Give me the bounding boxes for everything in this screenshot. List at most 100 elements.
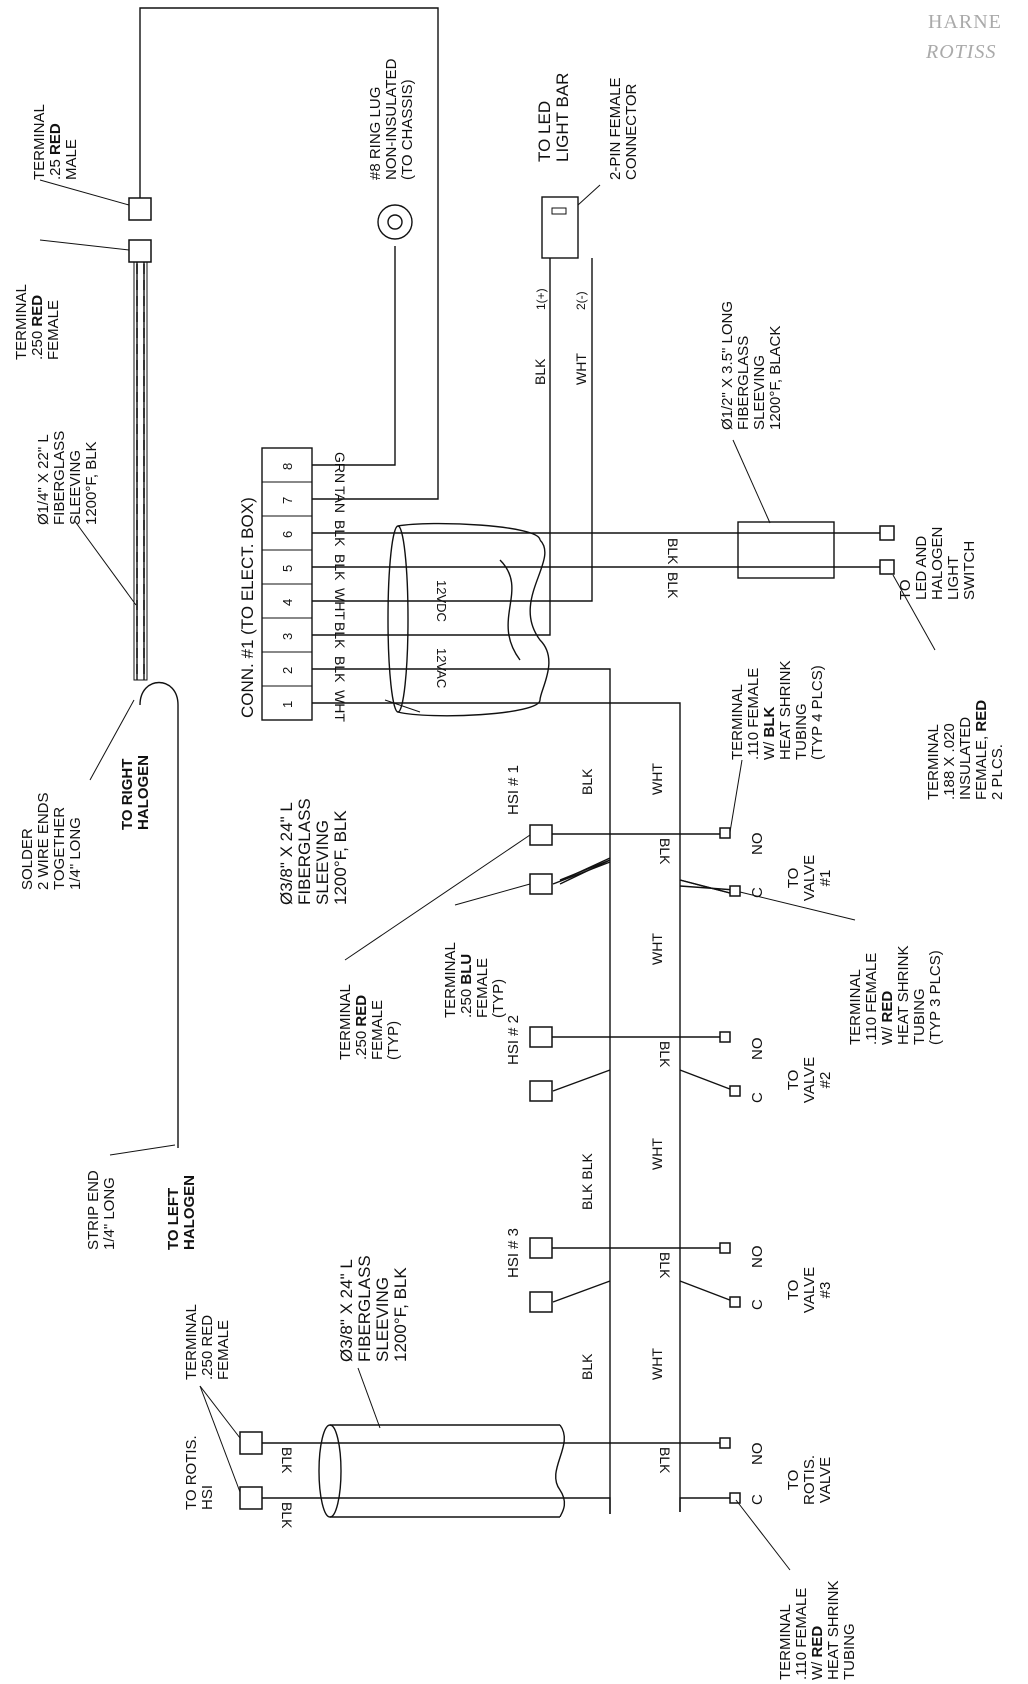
rotis-hsi-terminal-1 [239, 1431, 263, 1455]
text-line: VALVE [801, 1267, 818, 1313]
text-line: (TO CHASSIS) [399, 79, 416, 180]
text-line: FEMALE [474, 958, 491, 1018]
text-line: W/ RED [809, 1626, 826, 1680]
leader-lines [39, 179, 936, 1571]
title-line-1: HARNE [928, 11, 1002, 33]
label-valve-2: TO VALVE #2 [785, 1057, 834, 1103]
label-blk-v3: BLK [657, 1252, 673, 1279]
label-left-halogen: TO LEFT HALOGEN [165, 1175, 198, 1250]
sleeve-35 [737, 521, 835, 579]
text-line: TO [785, 1280, 802, 1301]
ring-lug [377, 204, 413, 240]
label-valve-3: TO VALVE #3 [785, 1267, 834, 1313]
text-span: RED [29, 295, 46, 327]
label-blk-v2: BLK [657, 1041, 673, 1068]
text-span: RED [353, 995, 370, 1027]
label-no-rotis: NO [749, 1443, 766, 1466]
text-line: FIBERGLASS [355, 1255, 374, 1362]
text-line: TO [785, 868, 802, 889]
text-line: FEMALE [369, 1000, 386, 1060]
text-span: BLU [458, 954, 475, 985]
text-line: .188 X .020 [941, 723, 958, 800]
rotis-hsi-terminal-2 [239, 1486, 263, 1510]
label-sleeve-24a: Ø3/8" X 24" L FIBERGLASS SLEEVING 1200°F… [277, 798, 350, 905]
label-rotis-valve: TO ROTIS. VALVE [785, 1455, 834, 1505]
label-solder: SOLDER 2 WIRE ENDS TOGETHER 1/4" LONG [19, 792, 84, 890]
text-line: LIGHT [945, 556, 962, 600]
text-line: VALVE [801, 1057, 818, 1103]
hsi3-terminal-red [529, 1237, 553, 1259]
rotis-valve-no [719, 1437, 731, 1449]
pin-5: 5 [280, 565, 295, 572]
pin-6: 6 [280, 531, 295, 538]
text-line: HEAT SHRINK [777, 661, 794, 760]
hsi2-terminal-red [529, 1026, 553, 1048]
text-line: TERMINAL [925, 724, 942, 800]
hsi3-terminal-blu [529, 1291, 553, 1313]
switch-terminal-1 [879, 525, 895, 541]
text-line: INSULATED [957, 717, 974, 800]
text-line: HEAT SHRINK [825, 1581, 842, 1680]
text-line: TUBING [793, 703, 810, 760]
text-span: .25 [47, 155, 64, 180]
label-no-3: NO [749, 1246, 766, 1269]
text-line: Ø3/8" X 24" L [277, 802, 296, 905]
text-line: TO ROTIS. [183, 1435, 200, 1510]
label-ring-lug: #8 RING LUG NON-INSULATED (TO CHASSIS) [367, 58, 416, 180]
text-span: W/ [809, 1658, 826, 1681]
text-line: 1200°F, BLACK [767, 326, 784, 430]
pin-7: 7 [280, 497, 295, 504]
text-line: W/ RED [879, 991, 896, 1045]
label-wht-3: WHT [649, 1138, 665, 1170]
valve2-no [719, 1031, 731, 1043]
pin-8: 8 [280, 463, 295, 470]
text-line: TERMINAL [183, 1304, 200, 1380]
wire-label-grn: GRN [332, 452, 348, 483]
label-pin2: 2(-) [574, 291, 588, 310]
text-line: 1200°F, BLK [391, 1267, 410, 1362]
text-line: HALOGEN [929, 527, 946, 600]
label-led-switch: TO LED AND HALOGEN LIGHT SWITCH [897, 527, 978, 600]
text-line: TERMINAL [337, 984, 354, 1060]
text-span: W/ [879, 1023, 896, 1046]
connector-1: CONN. #1 (TO ELECT. BOX) 8 7 6 5 4 3 2 1… [238, 447, 348, 722]
text-line: SLEEVING [373, 1277, 392, 1362]
text-line: .110 FEMALE [745, 668, 762, 760]
text-line: TERMINAL [31, 104, 48, 180]
text-line: ROTIS. [801, 1455, 818, 1505]
terminal-250-female-top [128, 239, 152, 263]
text-line: #3 [817, 1282, 834, 1299]
sleeve-22 [133, 261, 148, 681]
hsi1-terminal-red [529, 824, 553, 846]
text-line: TO [897, 579, 914, 600]
text-line: FEMALE [45, 300, 62, 360]
text-line: TERMINAL [13, 284, 30, 360]
text-line: SLEEVING [67, 450, 84, 525]
text-line: MALE [63, 139, 80, 180]
text-line: TOGETHER [51, 807, 68, 890]
text-line: .250 RED [353, 995, 370, 1060]
text-line: TERMINAL [777, 1604, 794, 1680]
label-terminal-250-rotis: TERMINAL .250 RED FEMALE [183, 1304, 232, 1380]
text-line: SLEEVING [313, 820, 332, 905]
text-line: .110 FEMALE [793, 1588, 810, 1680]
text-line: TERMINAL [729, 684, 746, 760]
text-line: VALVE [801, 855, 818, 901]
text-span: RED [47, 123, 64, 155]
text-line: LIGHT BAR [553, 73, 572, 162]
text-line: 2-PIN FEMALE [607, 77, 624, 180]
text-line: .110 FEMALE [863, 953, 880, 1045]
text-line: #1 [817, 870, 834, 887]
hsi2-terminal-blu [529, 1080, 553, 1102]
valve3-c [729, 1296, 741, 1308]
label-blk-rotis-v: BLK [657, 1447, 673, 1474]
label-rotis-hsi: TO ROTIS. HSI [183, 1435, 216, 1510]
text-line: TO LEFT [165, 1188, 182, 1250]
label-hsi2: HSI # 2 [505, 1015, 522, 1065]
pin-4: 4 [280, 599, 295, 606]
text-line: SWITCH [961, 541, 978, 600]
label-terminal-250-female-top: TERMINAL .250 RED FEMALE [13, 284, 62, 360]
text-span: .250 [458, 985, 475, 1018]
terminal-25-male [128, 197, 152, 221]
text-line: (TYP) [490, 979, 507, 1018]
